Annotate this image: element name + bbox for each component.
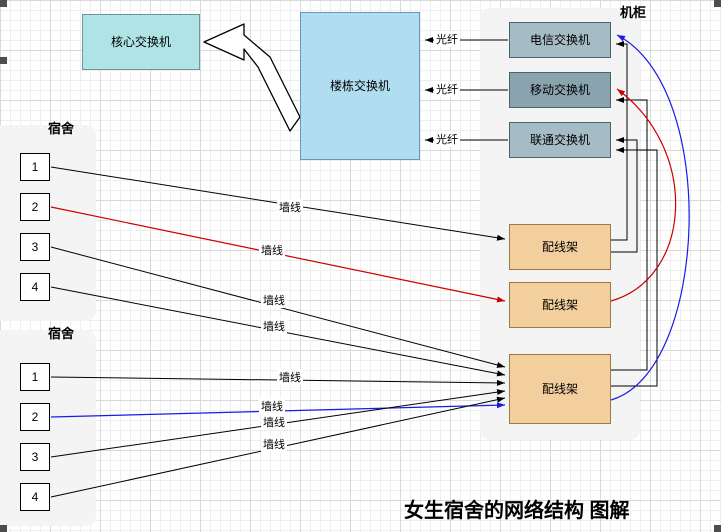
- room-box-d1-4: 4: [20, 273, 50, 301]
- room-box-d1-1: 1: [20, 153, 50, 181]
- dorm1-label: 宿舍: [48, 121, 75, 136]
- edge-label-wall: 墙线: [261, 414, 287, 430]
- block-arrow: [203, 23, 301, 132]
- node-patch-panel-1: 配线架: [509, 224, 611, 270]
- diagram-title: 女生宿舍的网络结构 图解: [404, 500, 630, 522]
- edge-label-wall: 墙线: [259, 242, 285, 258]
- node-building-switch: 楼栋交换机: [300, 12, 420, 160]
- room-box-d2-2: 2: [20, 403, 50, 431]
- uplink-panel3-unicom: [611, 147, 658, 387]
- dorm2-label: 宿舍: [48, 326, 75, 341]
- page-corner-mark: [0, 525, 7, 532]
- node-telecom-switch: 电信交换机: [509, 22, 611, 58]
- cabinet-label: 机柜: [620, 5, 647, 20]
- room-box-d1-3: 3: [20, 233, 50, 261]
- edge-label-wall: 墙线: [261, 318, 287, 334]
- node-patch-panel-2: 配线架: [509, 282, 611, 328]
- edge-label-fiber: 光纤: [434, 31, 460, 47]
- uplink-panel3-mobile: [611, 97, 648, 371]
- room-box-d2-4: 4: [20, 483, 50, 511]
- edge-label-wall: 墙线: [261, 292, 287, 308]
- room-box-d2-3: 3: [20, 443, 50, 471]
- node-mobile-switch: 移动交换机: [509, 72, 611, 108]
- page-corner-mark: [0, 57, 7, 64]
- blue-link-curve-panel3-telecom: [610, 34, 690, 401]
- uplink-panel1-unicom: [611, 137, 638, 253]
- edge-label-wall: 墙线: [259, 398, 285, 414]
- page-corner-mark: [714, 0, 721, 7]
- edge-label-fiber: 光纤: [434, 81, 460, 97]
- edge-label-wall: 墙线: [261, 436, 287, 452]
- edge-label-wall: 墙线: [277, 199, 303, 215]
- edge-label-wall: 墙线: [277, 369, 303, 385]
- page-corner-mark: [714, 525, 721, 532]
- edge-label-fiber: 光纤: [434, 131, 460, 147]
- node-patch-panel-3: 配线架: [509, 354, 611, 424]
- uplink-panel1-telecom: [611, 41, 628, 241]
- page-corner-mark: [0, 0, 7, 7]
- node-core-switch: 核心交换机: [82, 14, 200, 70]
- red-link-curve-panel2-mobile: [610, 88, 677, 302]
- room-box-d2-1: 1: [20, 363, 50, 391]
- node-unicom-switch: 联通交换机: [509, 122, 611, 158]
- room-box-d1-2: 2: [20, 193, 50, 221]
